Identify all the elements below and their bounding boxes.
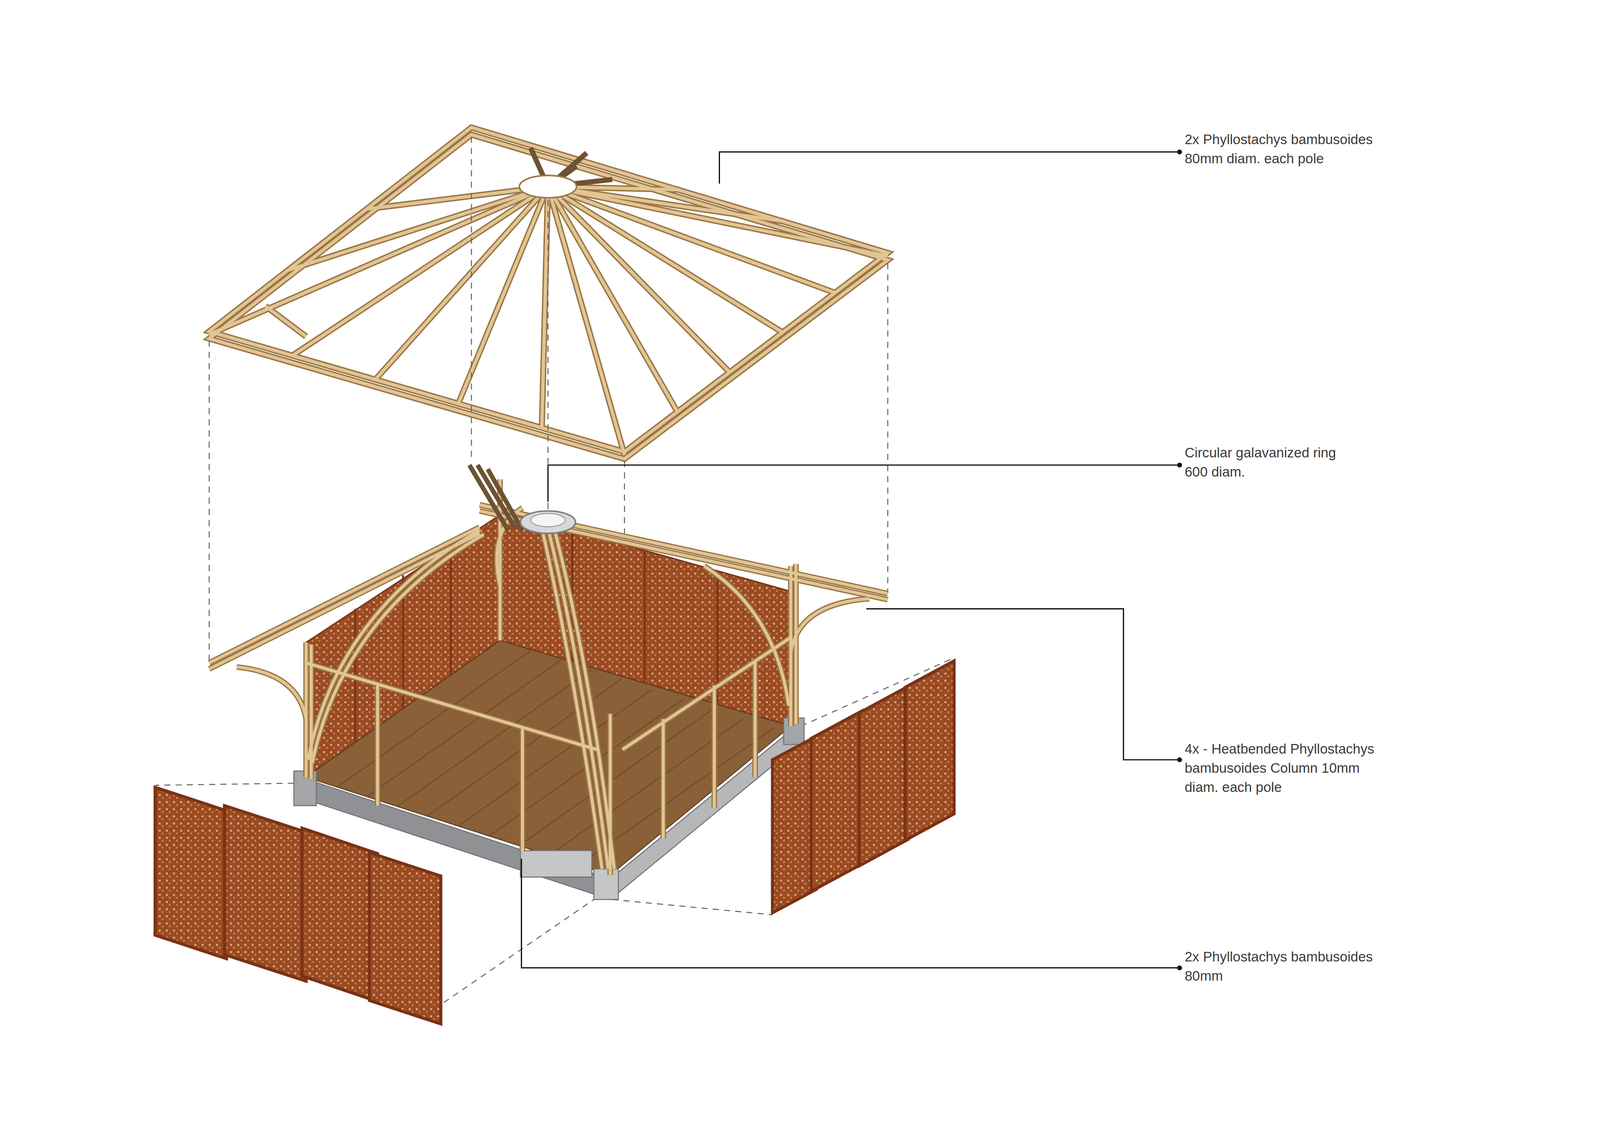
leader-lines bbox=[521, 152, 1179, 969]
callout-label: Circular galavanized ring 600 diam. bbox=[1184, 443, 1352, 482]
callout-label: 2x Phyllostachys bambusoides 80mm bbox=[1184, 947, 1393, 986]
leader-dots bbox=[1177, 149, 1183, 971]
callout-label: 2x Phyllostachys bambusoides 80mm diam. … bbox=[1184, 130, 1393, 169]
callout-label: 4x - Heatbended Phyllostachys bambusoide… bbox=[1184, 739, 1393, 798]
projection-lines bbox=[152, 136, 954, 1005]
lattice-screens bbox=[155, 660, 955, 1025]
